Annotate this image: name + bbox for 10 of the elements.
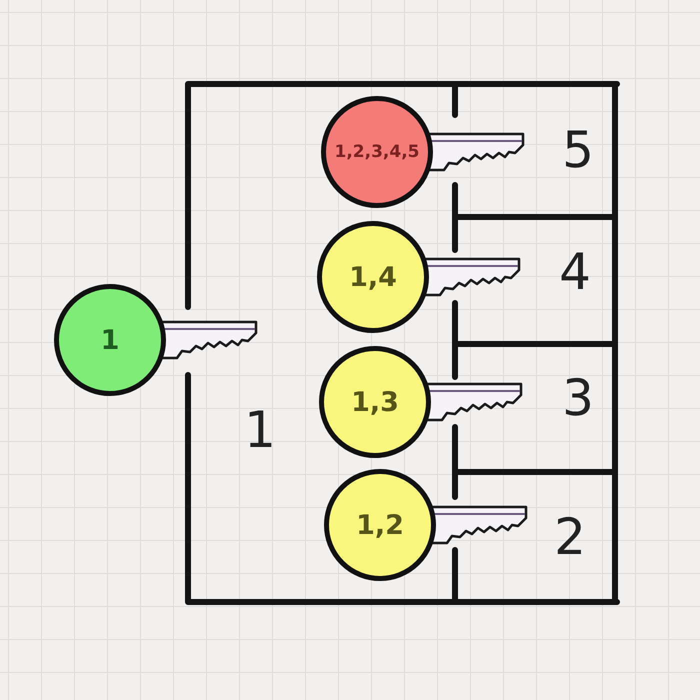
room-number: 3	[562, 373, 594, 423]
room-number: 1	[244, 405, 276, 455]
key-room-list: 1	[100, 324, 120, 356]
key-room-list: 1,3	[351, 386, 399, 418]
room-number: 5	[562, 125, 594, 175]
key-room-list: 1,2	[356, 510, 404, 540]
room-number: 4	[559, 247, 591, 297]
room-number: 2	[554, 512, 586, 562]
key-room-list: 1,4	[349, 262, 397, 292]
key-room-list: 1,2,3,4,5	[334, 142, 420, 162]
